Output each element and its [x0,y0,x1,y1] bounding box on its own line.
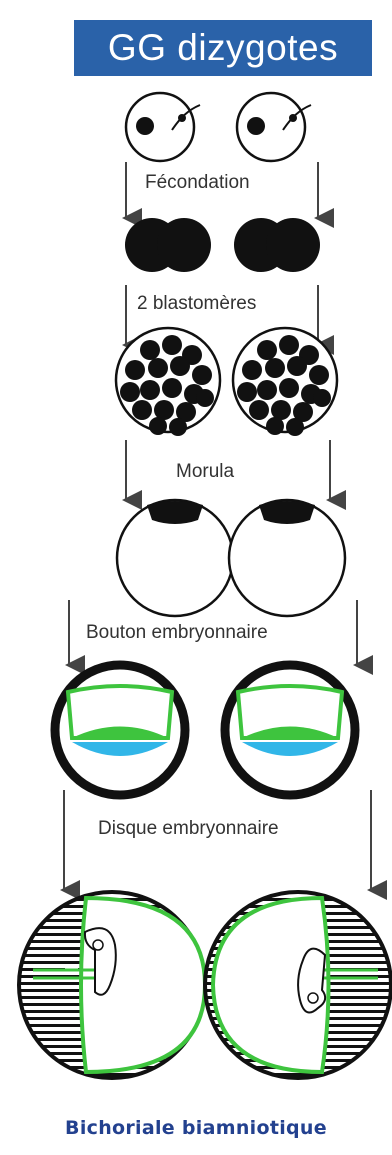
egg-right [237,93,311,161]
blastomeres-left [125,218,211,272]
diagram-footer: Bichoriale biamniotique [0,1117,392,1139]
stage-label-disque: Disque embryonnaire [98,818,279,840]
morula-right [233,328,337,436]
embryonic-disc-left [55,665,185,795]
blastomeres-right [234,218,320,272]
stage-label-bouton: Bouton embryonnaire [86,622,268,644]
morula-left [116,328,220,436]
blastocyst-right [229,500,345,616]
embryonic-disc-right [225,665,355,795]
blastocyst-left [117,500,233,616]
fetus-chorion-left [15,888,215,1088]
stage-label-fecondation: Fécondation [145,172,250,194]
fetus-chorion-right [200,888,392,1088]
egg-left [126,93,200,161]
stage-label-morula: Morula [176,461,234,483]
diagram-title: GG dizygotes [74,20,372,76]
stage-label-blastomeres: 2 blastomères [137,293,256,315]
